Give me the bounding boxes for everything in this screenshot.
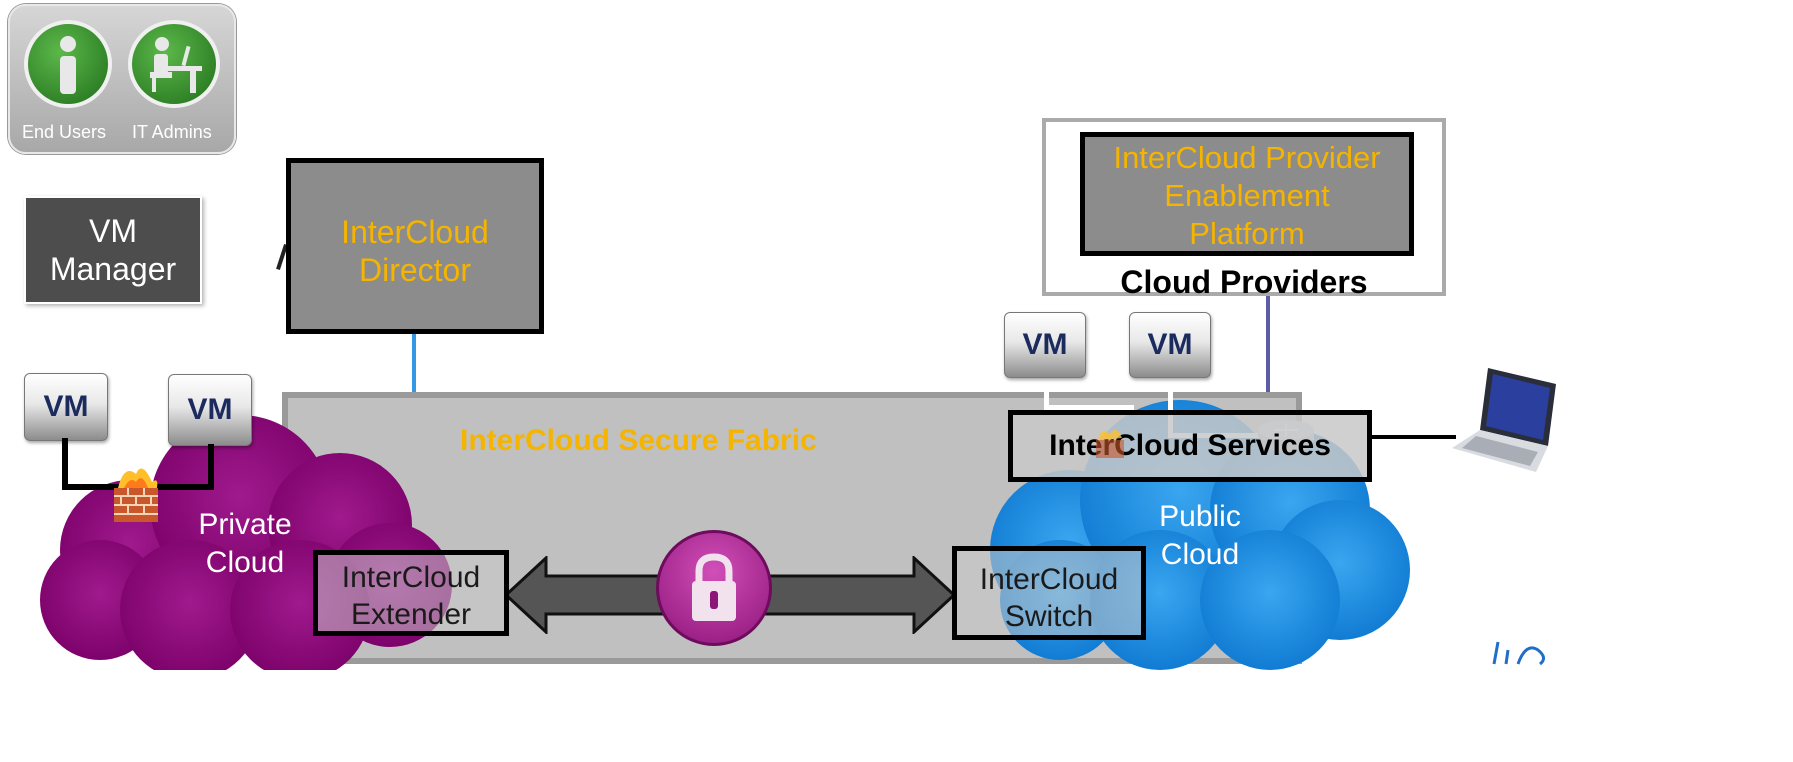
it-admin-icon xyxy=(128,20,220,108)
secure-fabric-label: InterCloud Secure Fabric xyxy=(460,424,817,457)
provider-platform-box: InterCloud Provider Enablement Platform xyxy=(1080,132,1414,256)
lock-icon xyxy=(656,530,772,646)
it-admins-label: IT Admins xyxy=(132,122,212,142)
cloud-providers-title: Cloud Providers xyxy=(1120,264,1368,300)
laptop-connector xyxy=(1372,435,1456,439)
intercloud-director-label: InterCloud Director xyxy=(341,214,489,288)
firewall-icon xyxy=(114,468,158,522)
intercloud-switch-box: InterCloud Switch xyxy=(952,546,1146,640)
intercloud-services-label: InterCloud Services xyxy=(1049,429,1331,462)
users-panel: End Users IT Admins xyxy=(8,4,236,154)
private-vm-link-left xyxy=(62,438,68,490)
public-vm-2: VM xyxy=(1129,312,1211,378)
providers-connector xyxy=(1266,296,1270,392)
intercloud-director-box: InterCloud Director xyxy=(286,158,544,334)
intercloud-extender-box: InterCloud Extender xyxy=(313,550,509,636)
vm-manager-box: VM Manager xyxy=(24,196,202,304)
vm-manager-label: VM Manager xyxy=(49,213,177,287)
intercloud-extender-label: InterCloud Extender xyxy=(341,561,481,631)
laptop-icon xyxy=(1452,368,1556,472)
private-vm-link-right xyxy=(208,444,214,490)
public-vm-link-h1 xyxy=(1044,405,1134,410)
director-connector xyxy=(412,334,416,394)
end-user-icon xyxy=(24,20,112,108)
private-cloud-label: Private Cloud xyxy=(198,508,292,579)
intercloud-switch-label: InterCloud Switch xyxy=(979,563,1119,633)
services-firewall-icon xyxy=(1096,429,1124,458)
end-users-label: End Users xyxy=(22,122,107,142)
public-vm-link-1 xyxy=(1044,376,1049,410)
provider-platform-label: InterCloud Provider Enablement Platform xyxy=(1113,140,1381,251)
public-vm-link-2 xyxy=(1168,376,1173,438)
intercloud-services-box: InterCloud Services xyxy=(1008,410,1372,482)
public-cloud-label: Public Cloud xyxy=(1159,500,1241,571)
private-vm-2: VM xyxy=(168,374,252,446)
decorative-scribble xyxy=(1492,641,1545,666)
public-vm-1: VM xyxy=(1004,312,1086,378)
private-vm-1: VM xyxy=(24,373,108,441)
cloud-providers-box: InterCloud Provider Enablement Platform … xyxy=(1042,118,1446,300)
